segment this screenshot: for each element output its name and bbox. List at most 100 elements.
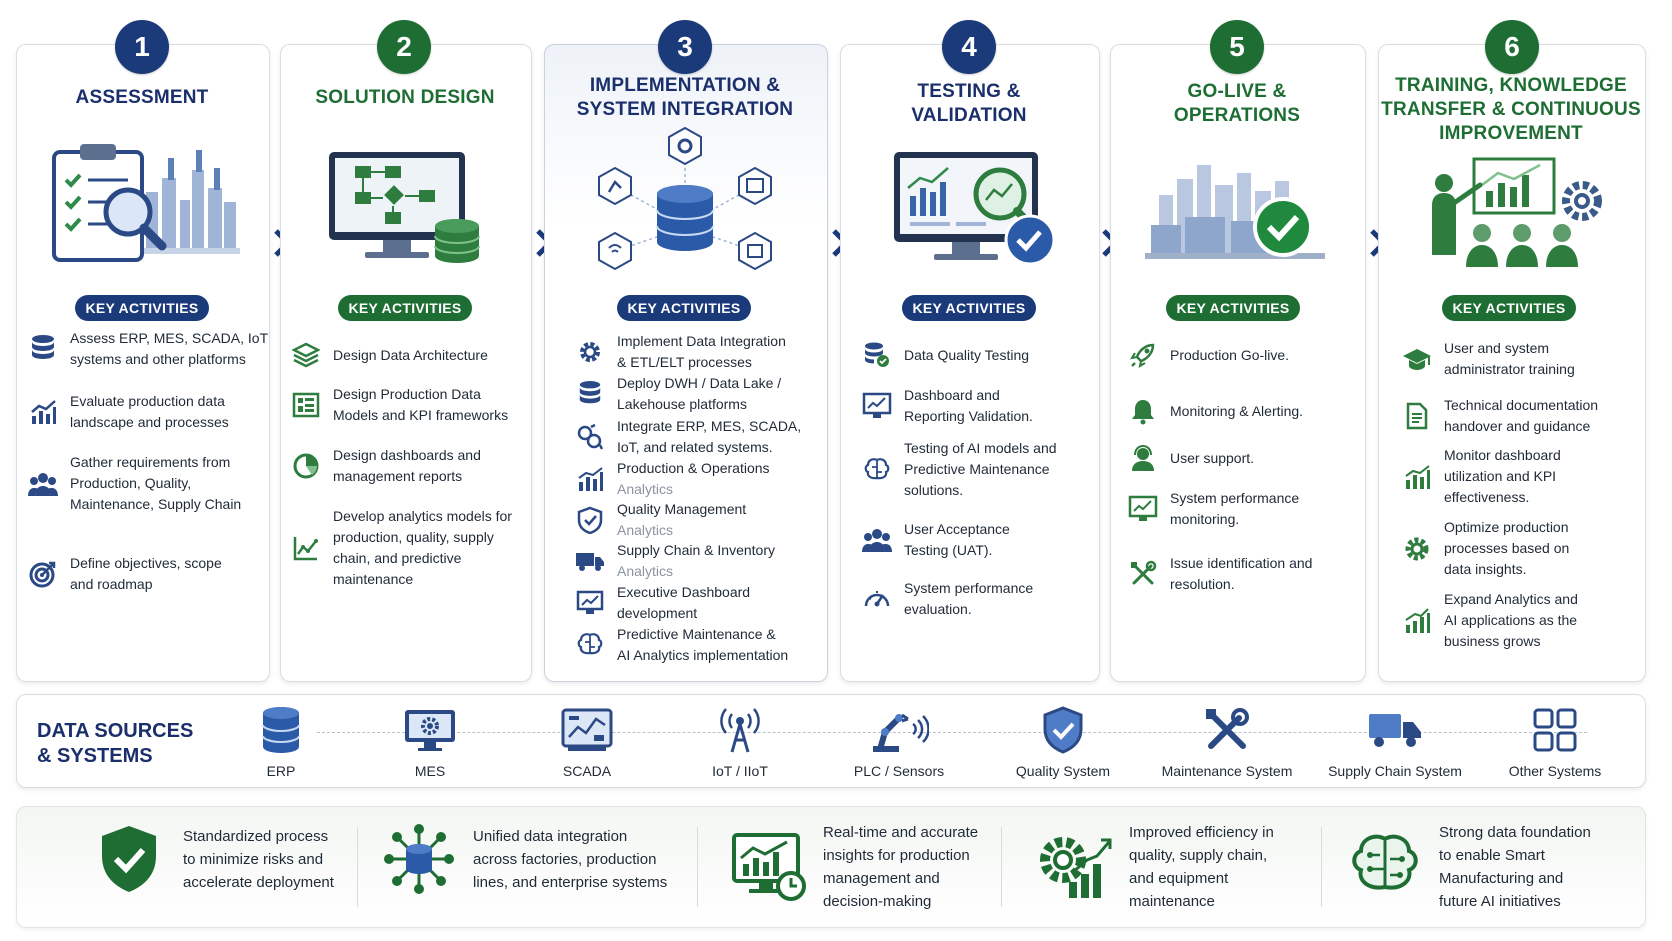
activity-item: Deploy DWH / Data Lake /Lakehouse platfo…: [573, 373, 781, 415]
activity-item: Predictive Maintenance &AI Analytics imp…: [573, 624, 788, 666]
stage-number-badge: 3: [658, 20, 712, 74]
key-activities-label: KEY ACTIVITIES: [617, 295, 751, 321]
people-group-icon: [860, 523, 894, 557]
kpi-grid-icon: [289, 388, 323, 422]
testing-illustration: [890, 148, 1060, 277]
activity-item: Monitoring & Alerting.: [1126, 394, 1303, 428]
data-sources-title: DATA SOURCES & SYSTEMS: [37, 720, 194, 767]
target-icon: [26, 557, 60, 591]
brain-icon: [860, 453, 894, 487]
source-item-scada: SCADA: [517, 705, 657, 779]
integration-icon: [573, 420, 607, 454]
gear-icon: [573, 335, 607, 369]
stage-number-badge: 1: [115, 20, 169, 74]
key-activities-label: KEY ACTIVITIES: [1442, 295, 1576, 321]
shield-check-icon: [993, 705, 1133, 755]
source-item-erp: ERP: [211, 705, 351, 779]
gear-icon: [1400, 532, 1434, 566]
assessment-illustration: [50, 140, 240, 270]
stage-number-badge: 2: [377, 20, 431, 74]
grid-icon: [1485, 705, 1625, 755]
source-item-maintenance: Maintenance System: [1157, 705, 1297, 779]
dashboard-icon: [573, 586, 607, 620]
database-check-icon: [860, 338, 894, 372]
source-item-iot: IoT / IIoT: [670, 705, 810, 779]
document-icon: [1400, 399, 1434, 433]
activity-item: Data Quality Testing: [860, 338, 1029, 372]
growth-bars-icon: [1400, 604, 1434, 638]
realtime-monitor-icon: [731, 829, 807, 905]
stage-title: TESTING & VALIDATION: [911, 81, 1027, 126]
database-icon: [573, 377, 607, 411]
activity-item: Integrate ERP, MES, SCADA,IoT, and relat…: [573, 416, 801, 458]
key-activities-label: KEY ACTIVITIES: [75, 295, 209, 321]
chart-growth-icon: [26, 395, 60, 429]
truck-icon: [573, 544, 607, 578]
integration-illustration: [585, 126, 785, 281]
pie-chart-icon: [289, 449, 323, 483]
graduation-cap-icon: [1400, 342, 1434, 376]
data-sources-panel: DATA SOURCES & SYSTEMS ERP MES SCADA IoT…: [16, 694, 1646, 788]
database-icon: [26, 332, 60, 366]
stage-number-badge: 6: [1485, 20, 1539, 74]
stage-title: SOLUTION DESIGN: [315, 87, 495, 108]
key-activities-label: KEY ACTIVITIES: [338, 295, 472, 321]
stage-number-badge: 5: [1210, 20, 1264, 74]
database-icon: [211, 705, 351, 755]
stage-title: IMPLEMENTATION & SYSTEM INTEGRATION: [576, 75, 794, 120]
monitor-gear-icon: [360, 705, 500, 755]
shield-check-icon: [91, 821, 167, 897]
key-activities-label: KEY ACTIVITIES: [902, 295, 1036, 321]
stage-number-badge: 4: [942, 20, 996, 74]
scada-panel-icon: [517, 705, 657, 755]
truck-icon: [1325, 705, 1465, 755]
line-chart-icon: [289, 531, 323, 565]
activity-item: Design Data Architecture: [289, 338, 488, 372]
source-item-other: Other Systems: [1485, 705, 1625, 779]
brain-circuit-icon: [1347, 829, 1423, 905]
activity-item: Production Go-live.: [1126, 338, 1289, 372]
rocket-icon: [1126, 338, 1160, 372]
layers-icon: [289, 338, 323, 372]
stage-title: TRAINING, KNOWLEDGE TRANSFER & CONTINUOU…: [1381, 75, 1641, 144]
stage-title: GO-LIVE & OPERATIONS: [1173, 81, 1301, 126]
people-group-icon: [26, 467, 60, 501]
bar-chart-icon: [573, 462, 607, 496]
process-stages: 1 ASSESSMENT KEY ACTIVITIES Assess ERP, …: [16, 20, 1646, 682]
stage-title: ASSESSMENT: [75, 87, 209, 108]
integration-hub-icon: [381, 821, 457, 897]
tools-icon: [1157, 705, 1297, 755]
source-item-supply-chain: Supply Chain System: [1325, 705, 1465, 779]
speedometer-icon: [860, 582, 894, 616]
brain-icon: [573, 628, 607, 662]
gear-growth-icon: [1037, 829, 1113, 905]
solution-design-illustration: [325, 148, 485, 275]
monitor-chart-icon: [1126, 492, 1160, 526]
source-item-plc: PLC / Sensors: [829, 705, 969, 779]
